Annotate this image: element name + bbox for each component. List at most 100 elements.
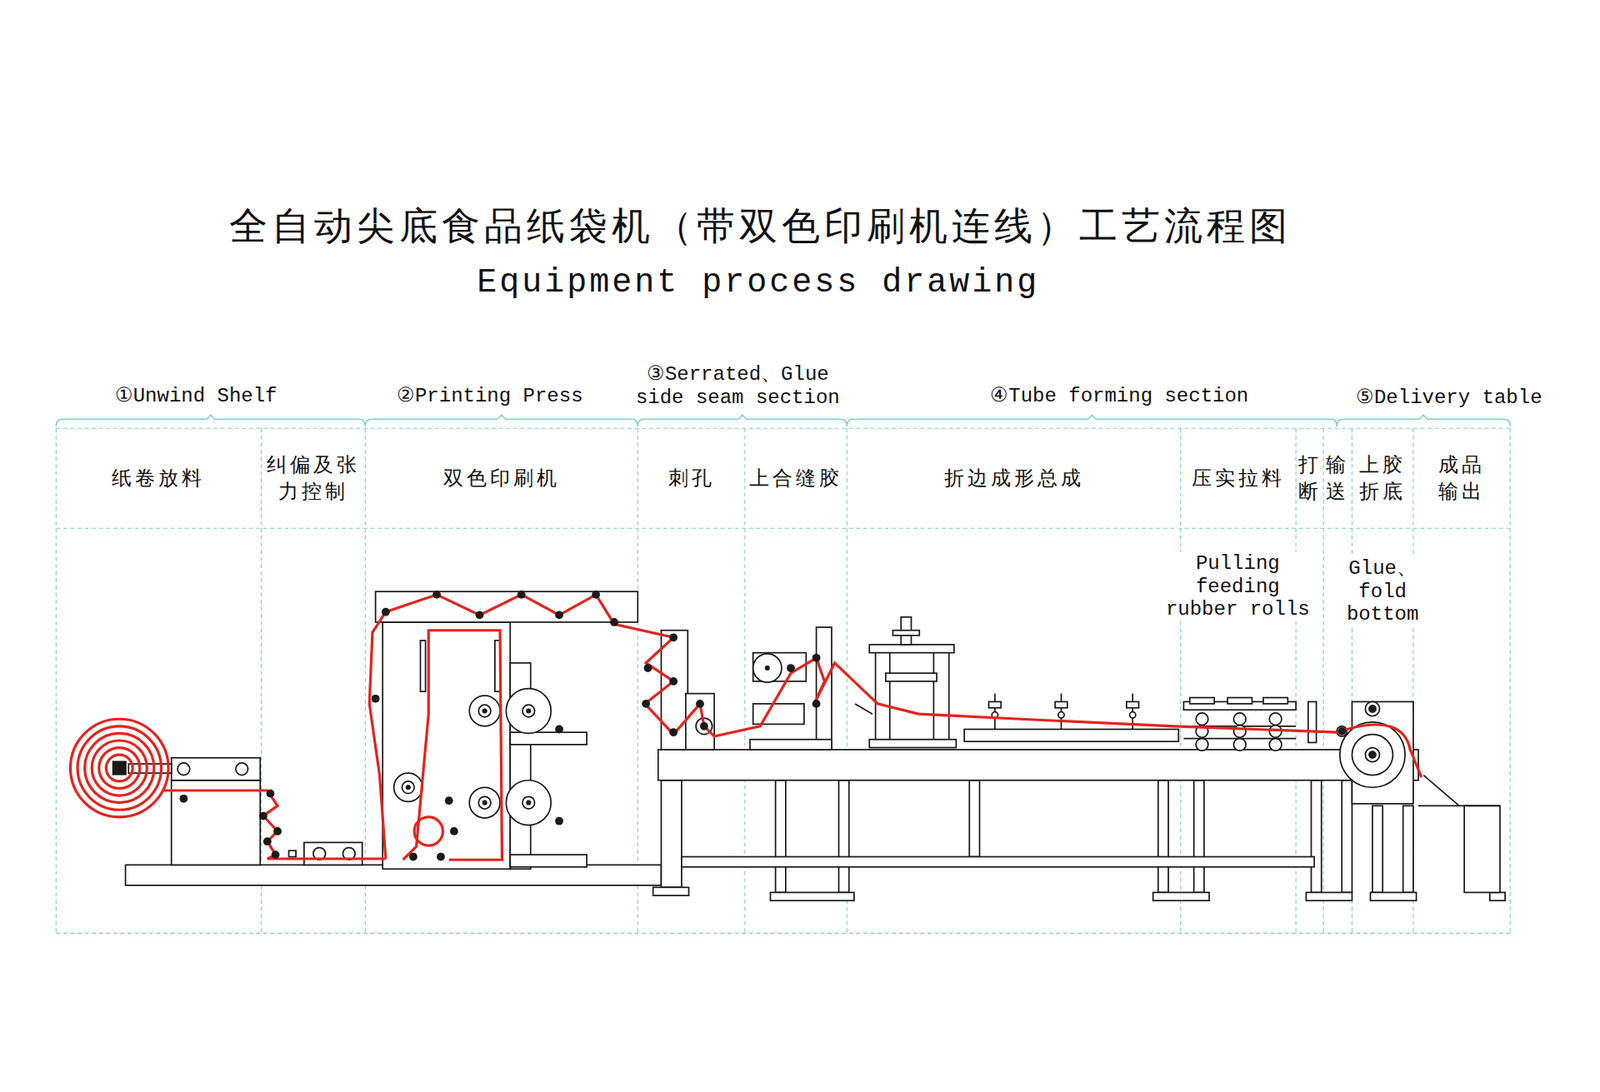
print-cylinder	[394, 773, 423, 802]
grid-line	[1323, 428, 1325, 934]
rubber-roll	[1269, 713, 1282, 726]
roller	[1365, 701, 1380, 716]
former-base	[869, 740, 956, 749]
adjuster-knob	[1058, 712, 1065, 719]
subtitle: Equipment process drawing	[476, 264, 1040, 303]
drawing	[55, 415, 1510, 934]
hub-dot	[525, 800, 531, 806]
roller-dot	[1368, 750, 1377, 760]
process-cell: 压实拉料	[1181, 429, 1295, 528]
glue-tank	[753, 704, 805, 725]
cell-text: 折边成形总成	[944, 465, 1085, 492]
roller	[235, 763, 249, 776]
process-cell: 刺孔	[638, 429, 745, 528]
title: 全自动尖底食品纸袋机（带双色印刷机连线）工艺流程图	[229, 200, 1292, 253]
roller-dot	[381, 608, 390, 617]
guide	[855, 704, 873, 715]
roller-dot	[669, 633, 678, 642]
adjuster-knob	[1130, 712, 1136, 719]
former-post	[948, 653, 950, 740]
bar	[420, 640, 425, 692]
process-cell: 纠偏及张 力控制	[261, 429, 365, 528]
perforator-box	[685, 694, 715, 750]
process-cell: 纸卷放料	[56, 429, 260, 528]
roller-dot	[700, 722, 709, 731]
leg	[1194, 780, 1205, 894]
roller-dot	[436, 853, 445, 862]
roller-dot	[610, 618, 619, 627]
roll-cap	[1227, 698, 1252, 705]
ink-tray	[510, 732, 587, 745]
leg	[1310, 780, 1321, 894]
rubber-roll	[1233, 725, 1246, 739]
roller-dot	[409, 853, 418, 862]
cutter-post	[1308, 701, 1317, 743]
delivery-table	[1464, 805, 1500, 893]
foot	[1305, 892, 1352, 901]
print-cylinder	[505, 689, 551, 735]
adjuster-block	[989, 701, 1002, 708]
foot	[1490, 892, 1505, 901]
section-label: ③Serrated、Glue side seam section	[633, 363, 842, 410]
roller-dot	[812, 700, 821, 709]
foot	[1370, 892, 1416, 901]
leg	[969, 780, 980, 858]
leg	[1341, 780, 1352, 894]
roller-dot	[1337, 727, 1346, 736]
drum	[1340, 722, 1405, 788]
roller-dot	[271, 850, 280, 860]
grid-line	[55, 428, 57, 934]
roller-dot	[263, 837, 272, 846]
process-cell: 打 断	[1296, 429, 1323, 528]
print-cylinder	[469, 695, 500, 727]
press-body	[382, 622, 510, 870]
roller-dot	[695, 700, 705, 709]
roller-dot	[450, 827, 459, 836]
hub-dot	[482, 708, 488, 714]
cell-text: 刺孔	[668, 465, 715, 492]
forming-plate	[964, 730, 1179, 743]
drum-hub	[1365, 748, 1380, 763]
sensor	[289, 850, 297, 857]
roller-dot	[591, 590, 600, 600]
paper-roll	[105, 755, 133, 782]
cell-text: 纸卷放料	[111, 465, 205, 492]
rubber-roll	[1195, 739, 1209, 752]
paper-roll	[70, 719, 169, 818]
roller	[177, 763, 190, 776]
roller-dot	[1368, 705, 1377, 714]
rubber-roll	[1269, 739, 1282, 752]
roller-dot	[432, 590, 441, 600]
handle	[892, 630, 920, 636]
cylinder-hub	[478, 796, 491, 810]
foot	[1153, 892, 1210, 901]
glue-wheel	[753, 654, 782, 683]
roller-dot	[445, 796, 454, 805]
former-post	[889, 653, 891, 740]
web-path	[403, 630, 503, 861]
cell-text: 双色印刷机	[443, 465, 560, 492]
glue-base	[750, 740, 832, 750]
process-cell: 上合缝胶	[745, 429, 846, 528]
process-cell: 成品 输出	[1414, 429, 1510, 528]
roller-dot	[812, 654, 821, 663]
roller-dot	[266, 790, 275, 799]
rubber-roll	[1233, 739, 1246, 752]
roller-dot	[517, 590, 526, 600]
guide-rollers	[112, 590, 1377, 861]
hub-dot	[525, 708, 531, 714]
roll-cap	[1263, 698, 1288, 705]
hub-dot	[765, 665, 770, 671]
guide-box	[304, 842, 363, 865]
cell-text: 上合缝胶	[749, 465, 843, 492]
process-cell: 折边成形总成	[847, 429, 1180, 528]
part-label: Pulling feeding rubber rolls	[1162, 552, 1313, 622]
leg	[660, 780, 681, 889]
roller-dot	[475, 610, 485, 620]
bracket	[637, 415, 847, 426]
roll-cap	[1190, 698, 1215, 705]
cell-text: 纠偏及张 力控制	[263, 451, 363, 506]
core-block	[112, 760, 127, 775]
cylinder-hub	[401, 781, 415, 795]
